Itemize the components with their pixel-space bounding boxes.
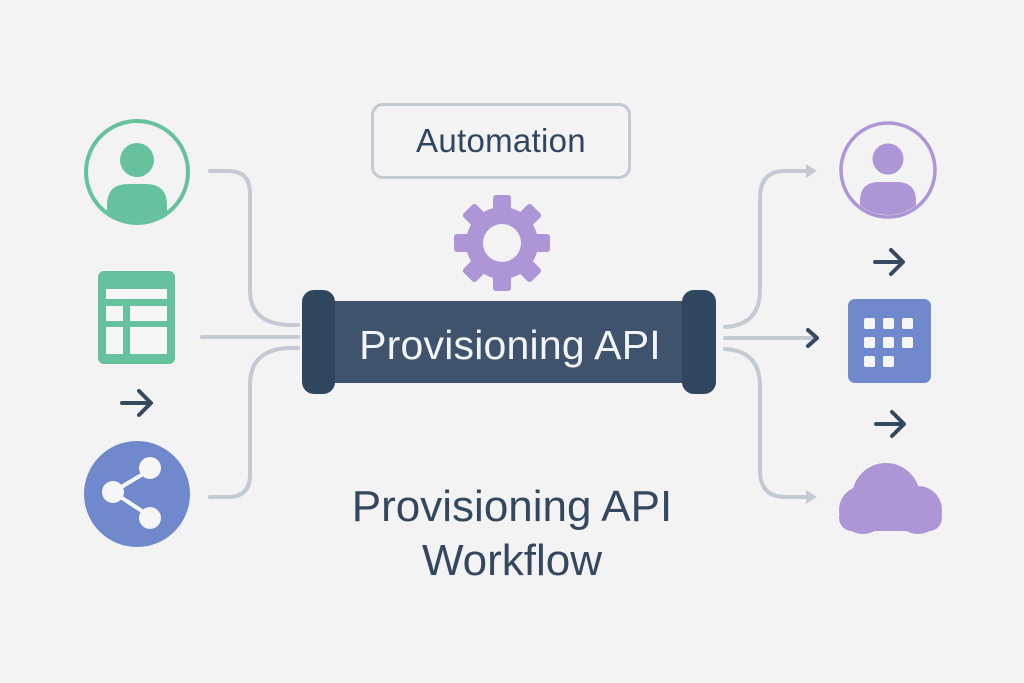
provisioning-api-label: Provisioning API (330, 312, 690, 378)
connector-user-to-api (208, 169, 300, 327)
output-app-grid-icon (848, 299, 931, 383)
input-share-icon (84, 441, 190, 547)
right-flow-arrow-2-icon (874, 410, 906, 438)
left-flow-arrow-icon (120, 389, 153, 417)
connector-api-to-user (723, 169, 810, 329)
diagram-title: Provisioning API Workflow (262, 480, 762, 588)
output-cloud-icon (839, 463, 942, 534)
provisioning-api-bar (302, 290, 716, 394)
input-table-icon (98, 271, 175, 364)
right-flow-arrow-1-icon (873, 248, 905, 276)
arrowhead-user (806, 164, 817, 178)
input-user-icon (84, 119, 190, 225)
api-label-text: Provisioning API (359, 321, 661, 368)
output-user-icon (839, 121, 937, 219)
right-connectors (723, 169, 814, 499)
title-line-2: Workflow (421, 536, 603, 585)
left-connectors (200, 169, 300, 499)
connector-api-to-cloud (723, 347, 810, 499)
connector-arrowheads (806, 164, 817, 504)
connector-share-to-api (208, 346, 300, 499)
automation-label: Automation (416, 122, 586, 159)
automation-label-box: Automation (371, 103, 631, 179)
title-line-1: Provisioning API (351, 482, 673, 531)
arrowhead-apps (806, 328, 819, 348)
gear-icon (454, 195, 550, 291)
arrowhead-cloud (806, 490, 817, 504)
